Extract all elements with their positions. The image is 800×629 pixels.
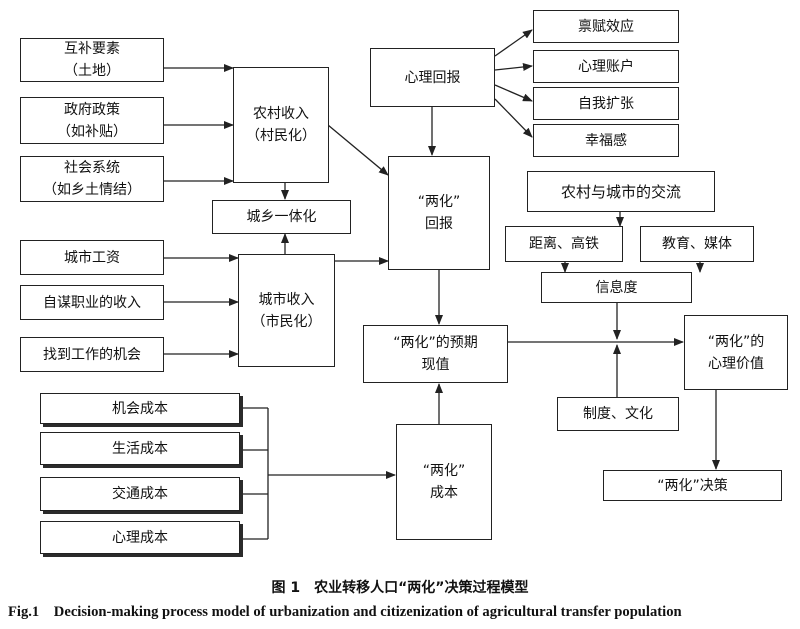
node-psychological-value: “两化”的心理价值 <box>684 315 788 390</box>
figure-caption-zh: 图 1 农业转移人口“两化”决策过程模型 <box>271 580 529 596</box>
node-endowment-effect: 禀赋效应 <box>533 10 679 43</box>
node-education-media: 教育、媒体 <box>640 226 754 262</box>
node-job-finding-opportunity: 找到工作的机会 <box>20 337 164 372</box>
node-complementary-factors: 互补要素（土地） <box>20 38 164 82</box>
node-self-expansion: 自我扩张 <box>533 87 679 120</box>
node-two-transformations-cost: “两化”成本 <box>396 424 492 540</box>
node-happiness: 幸福感 <box>533 124 679 157</box>
node-social-system: 社会系统（如乡土情结） <box>20 156 164 202</box>
node-government-policy: 政府政策（如补贴） <box>20 97 164 144</box>
node-city-wage: 城市工资 <box>20 240 164 275</box>
node-institution-culture: 制度、文化 <box>557 397 679 431</box>
node-decision: “两化”决策 <box>603 470 782 501</box>
node-self-employment-income: 自谋职业的收入 <box>20 285 164 320</box>
node-distance-railway: 距离、高铁 <box>505 226 623 262</box>
node-information-degree: 信息度 <box>541 272 692 303</box>
node-transport-cost: 交通成本 <box>40 477 240 511</box>
node-expected-present-value: “两化”的预期现值 <box>363 325 508 383</box>
node-living-cost: 生活成本 <box>40 432 240 465</box>
node-rural-income: 农村收入（村民化） <box>233 67 329 183</box>
node-urban-income: 城市收入（市民化） <box>238 254 335 367</box>
figure-caption-en: Fig.1 Decision-making process model of u… <box>8 604 682 620</box>
node-rural-urban-exchange: 农村与城市的交流 <box>527 171 715 212</box>
node-psychological-cost: 心理成本 <box>40 521 240 554</box>
node-urban-rural-integration: 城乡一体化 <box>212 200 351 234</box>
node-psychological-return: 心理回报 <box>370 48 495 107</box>
node-opportunity-cost: 机会成本 <box>40 393 240 424</box>
node-two-transformations-return: “两化”回报 <box>388 156 490 270</box>
node-mental-account: 心理账户 <box>533 50 679 83</box>
